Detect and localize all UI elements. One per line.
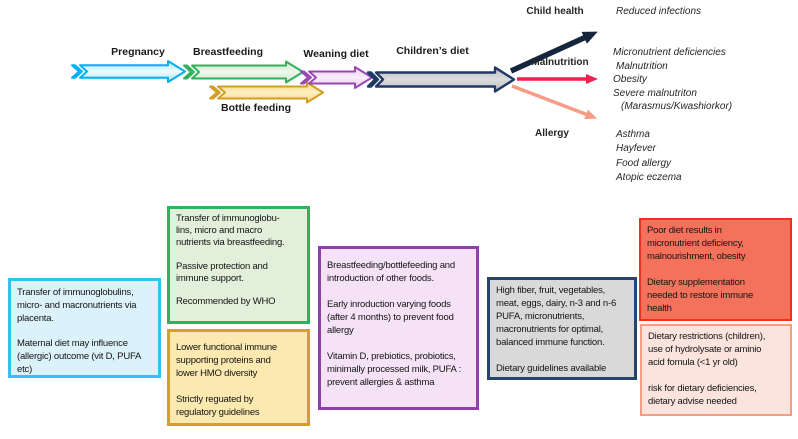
outcome-item: Atopic eczema [616, 171, 682, 183]
outcome-item: Reduced infections [616, 6, 702, 17]
stage-label-breastfeeding: Breastfeeding [192, 46, 264, 58]
info-box-pregnancy: Transfer of immunoglobulins, micro- and … [8, 278, 161, 378]
stage-label-weaning-diet: Weaning diet [303, 48, 369, 60]
outcome-item: Asthma [616, 129, 650, 140]
info-box-childrens-diet: High fiber, fruit, vegetables, meat, egg… [487, 277, 637, 380]
outcome-item: Obesity [613, 74, 647, 85]
child-health-outcomes: Reduced infections [616, 6, 701, 17]
childrens-diet-arrow [366, 66, 516, 93]
timeline-arrows [71, 31, 598, 119]
branch-label-child-health: Child health [526, 6, 584, 17]
outcome-item: Malnutrition [616, 60, 668, 72]
bottle-feeding-arrow [209, 81, 324, 104]
outcome-item: Hayfever [616, 143, 657, 155]
outcome-item: Food allergy [616, 157, 672, 169]
stage-label-pregnancy: Pregnancy [111, 46, 165, 58]
branch-label-malnutrition: Malnutrition [531, 57, 589, 68]
breastfeeding-arrow [183, 60, 304, 84]
info-box-malnutrition: Poor diet results in micronutrient defic… [639, 218, 792, 321]
pregnancy-arrow [71, 60, 186, 83]
info-box-breastfeeding: Transfer of immunoglobu- lins, micro and… [167, 206, 310, 324]
stage-label-childrens-diet: Children’s diet [396, 45, 469, 57]
info-box-weaning-diet: Breastfeeding/bottlefeeding and introduc… [318, 246, 479, 410]
allergy-arrow [511, 84, 598, 119]
weaning-diet-arrow [300, 66, 373, 89]
allergy-outcomes: Asthma Hayfever Food allergy Atopic ecze… [616, 128, 682, 185]
stage-label-bottle-feeding: Bottle feeding [221, 102, 291, 114]
child-health-arrow [509, 31, 598, 74]
outcome-item: Severe malnutriton [613, 87, 697, 99]
outcome-item: Micronutrient deficiencies [613, 47, 726, 58]
branch-label-allergy: Allergy [535, 128, 569, 139]
outcome-item: (Marasmus/Kwashiorkor) [621, 101, 733, 112]
malnutrition-outcomes: Micronutrient deficiencies Malnutrition … [613, 46, 732, 114]
info-box-allergy: Dietary restrictions (children), use of … [640, 324, 792, 416]
info-box-bottle-feeding: Lower functional immune supporting prote… [167, 329, 310, 426]
